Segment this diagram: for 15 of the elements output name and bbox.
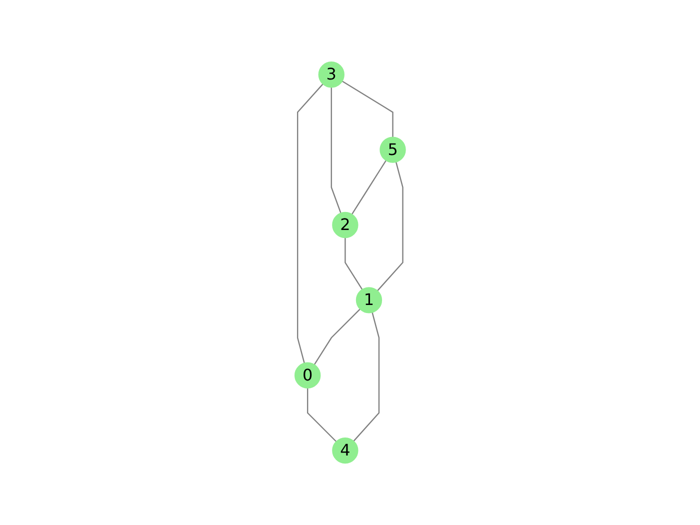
connector	[352, 312, 380, 442]
node-circle: 4	[332, 437, 358, 464]
node-circle: 2	[332, 212, 358, 238]
node-circle: 5	[380, 136, 406, 163]
connector	[342, 80, 394, 138]
node-circle: 3	[318, 61, 344, 88]
node-circle: 1	[356, 287, 382, 314]
connector	[376, 162, 404, 292]
connector	[314, 308, 360, 365]
connector	[306, 388, 337, 442]
connector	[330, 87, 342, 214]
connector	[296, 84, 324, 364]
connector	[351, 160, 386, 215]
node-circle: 0	[294, 362, 320, 388]
connector	[344, 238, 363, 290]
